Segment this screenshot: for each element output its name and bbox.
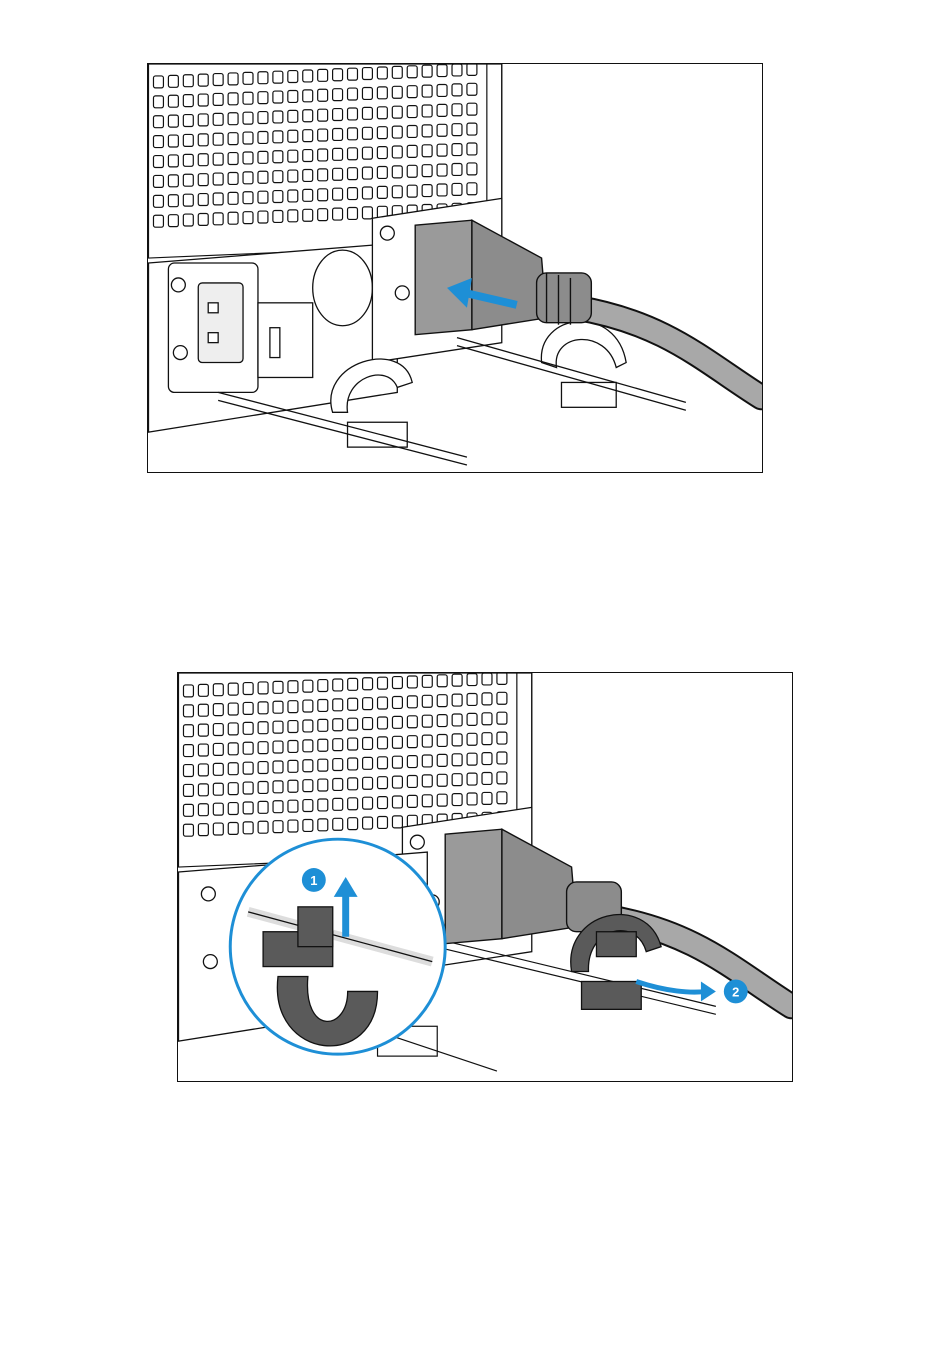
step-1-label: 1 xyxy=(310,873,317,888)
power-plug xyxy=(415,220,591,334)
magnified-inset: 1 xyxy=(230,839,445,1054)
power-supply-drawing xyxy=(148,64,762,472)
step-2-label: 2 xyxy=(732,984,739,999)
cable-clip-dark xyxy=(571,915,661,1010)
clip-secure-drawing: 2 1 xyxy=(178,673,792,1081)
step-1-marker: 1 xyxy=(302,868,326,892)
illustration-secure-cord-clip: 2 1 xyxy=(177,672,793,1082)
illustration-connect-power-cord xyxy=(147,63,763,473)
left-psu-module xyxy=(149,243,398,432)
step-2-marker: 2 xyxy=(724,979,748,1003)
